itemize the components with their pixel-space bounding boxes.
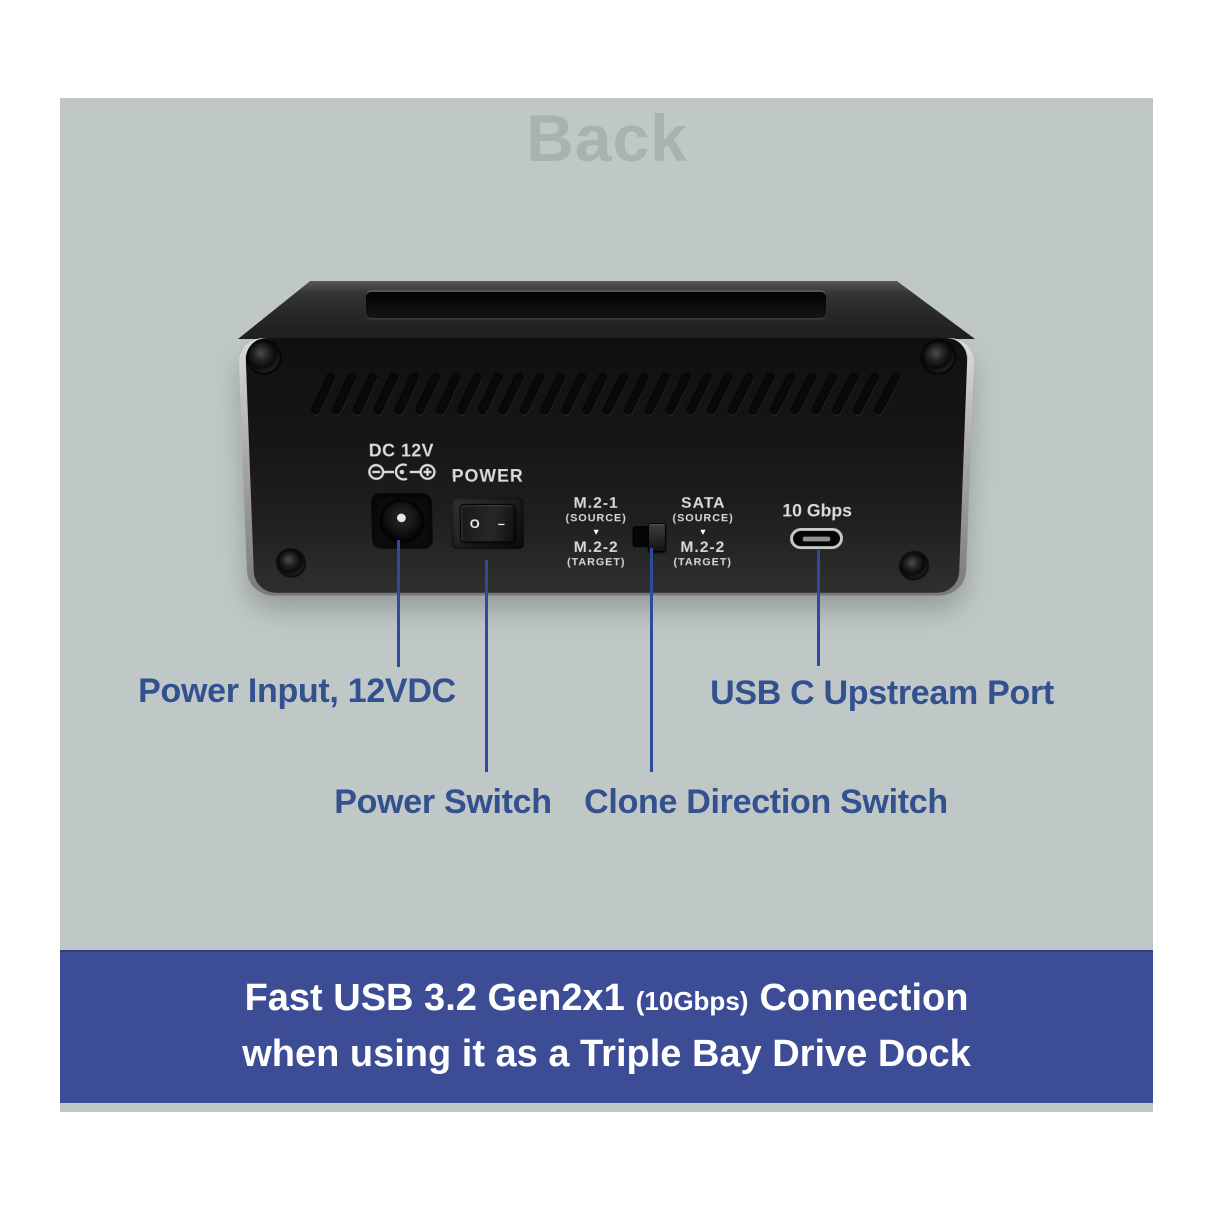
- drive-dock-back-view: DC 12V: [238, 281, 975, 602]
- target-drive-label: M.2-2: [680, 539, 726, 556]
- banner-line-2: when using it as a Triple Bay Drive Dock: [242, 1033, 971, 1075]
- vent-grid: [309, 371, 902, 422]
- dc-jack-barrel: [378, 499, 425, 544]
- device-rear-panel: DC 12V: [245, 338, 968, 593]
- source-drive-label: SATA: [681, 495, 726, 512]
- screw-icon: [247, 340, 281, 373]
- source-caption: (SOURCE): [565, 512, 627, 525]
- callout-line-usb-port: [817, 550, 820, 666]
- target-caption: (TARGET): [673, 556, 732, 569]
- rocker-off-mark: O: [469, 515, 480, 531]
- callout-line-power-switch: [485, 560, 488, 772]
- gray-background-panel: [60, 98, 1153, 1112]
- screw-icon: [921, 340, 955, 373]
- dc-jack-pin: [396, 513, 406, 523]
- dc-voltage-label: DC 12V: [368, 440, 435, 461]
- device-top-surface: [238, 281, 975, 339]
- source-caption: (SOURCE): [672, 512, 734, 525]
- screw-icon: [900, 552, 928, 579]
- polarity-icon: [367, 462, 436, 481]
- dc-power-jack: [370, 493, 433, 550]
- source-drive-label: M.2-1: [573, 495, 619, 512]
- power-switch: O –: [450, 497, 524, 550]
- callout-line-power-input: [397, 540, 400, 667]
- usb-c-tongue: [802, 536, 831, 541]
- callout-clone-switch: Clone Direction Switch: [584, 783, 948, 821]
- banner-line-1: Fast USB 3.2 Gen2x1 (10Gbps) Connection: [245, 977, 969, 1020]
- callout-power-switch: Power Switch: [334, 783, 552, 821]
- clone-direction-label-right: SATA (SOURCE) ▼ M.2-2 (TARGET): [644, 495, 762, 569]
- callout-power-input: Power Input, 12VDC: [138, 672, 456, 710]
- feature-banner: Fast USB 3.2 Gen2x1 (10Gbps) Connection …: [60, 950, 1153, 1103]
- target-caption: (TARGET): [567, 556, 626, 569]
- usb-c-port: [789, 527, 844, 550]
- view-title: Back: [526, 101, 688, 175]
- device-aluminum-edge: DC 12V: [238, 338, 975, 596]
- banner-speed-note: (10Gbps): [635, 986, 749, 1016]
- usb-speed-label: 10 Gbps: [782, 501, 853, 521]
- drive-bay-slot: [366, 292, 826, 318]
- banner-text-end: Connection: [759, 977, 969, 1019]
- power-rocker: O –: [459, 503, 515, 543]
- rocker-on-mark: –: [497, 515, 505, 531]
- callout-line-clone-switch: [650, 548, 653, 772]
- callout-usb-port: USB C Upstream Port: [710, 674, 1054, 712]
- arrow-down-icon: ▼: [698, 527, 708, 537]
- power-label: POWER: [451, 466, 524, 486]
- screw-icon: [277, 550, 305, 576]
- banner-text-start: Fast USB 3.2 Gen2x1: [244, 977, 625, 1019]
